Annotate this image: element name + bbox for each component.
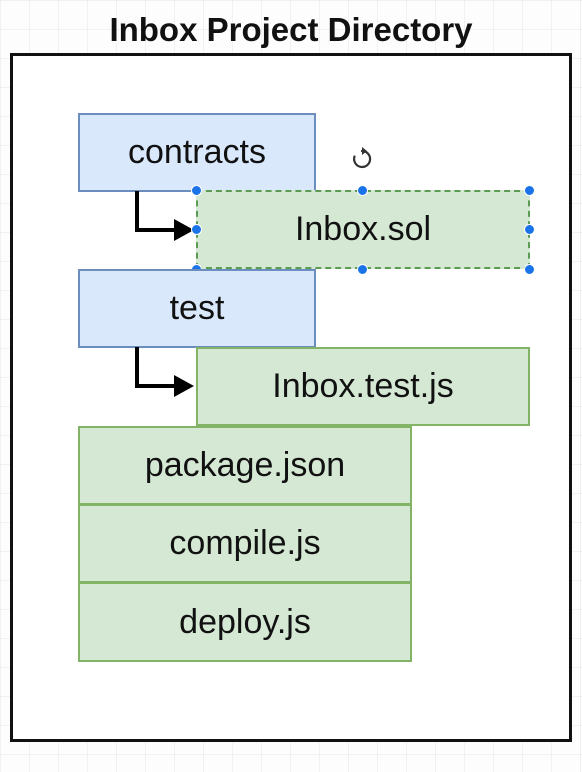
- rotate-icon[interactable]: [349, 146, 375, 172]
- file-inbox-test-js[interactable]: Inbox.test.js: [196, 347, 530, 426]
- file-compile-js[interactable]: compile.js: [78, 504, 412, 583]
- resize-handle-icon[interactable]: [191, 185, 202, 196]
- arrow-right-icon: [135, 347, 194, 397]
- file-compile-js-label: compile.js: [169, 524, 321, 562]
- file-package-json[interactable]: package.json: [78, 426, 412, 505]
- folder-test-label: test: [169, 289, 225, 327]
- file-inbox-sol-label: Inbox.sol: [294, 210, 432, 248]
- resize-handle-icon[interactable]: [357, 185, 368, 196]
- folder-contracts-label: contracts: [128, 133, 266, 171]
- file-deploy-js[interactable]: deploy.js: [78, 582, 412, 662]
- resize-handle-icon[interactable]: [191, 224, 202, 235]
- folder-test[interactable]: test: [78, 269, 316, 348]
- resize-handle-icon[interactable]: [524, 264, 535, 275]
- file-inbox-test-js-label: Inbox.test.js: [272, 367, 454, 405]
- file-inbox-sol[interactable]: Inbox.sol: [196, 190, 530, 269]
- diagram-title: Inbox Project Directory: [109, 11, 473, 48]
- file-deploy-js-label: deploy.js: [179, 602, 311, 641]
- arrow-right-icon: [135, 191, 194, 241]
- resize-handle-icon[interactable]: [524, 224, 535, 235]
- folder-contracts[interactable]: contracts: [78, 113, 316, 192]
- resize-handle-icon[interactable]: [357, 264, 368, 275]
- file-package-json-label: package.json: [144, 446, 346, 484]
- resize-handle-icon[interactable]: [524, 185, 535, 196]
